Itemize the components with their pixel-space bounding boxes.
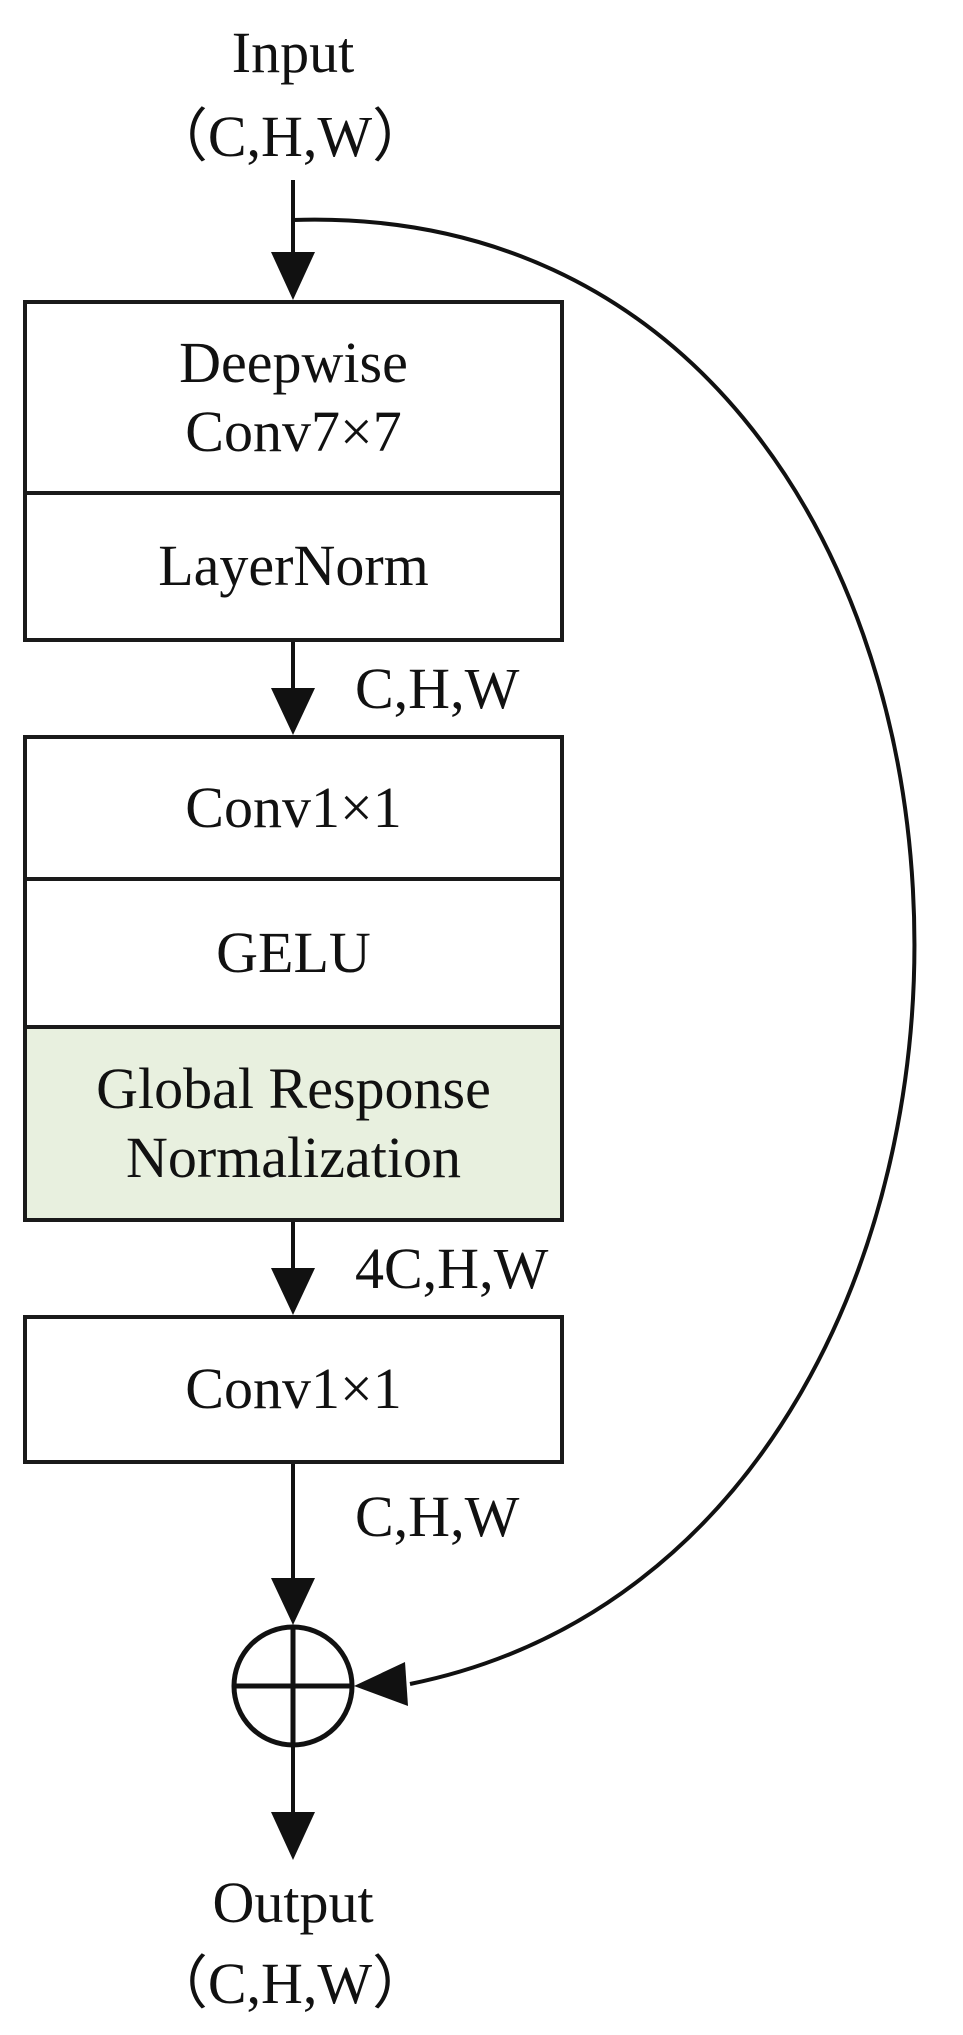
arrow-grn-to-conv [271, 1220, 315, 1315]
global-response-normalization-block: Global Response Normalization [23, 1025, 564, 1222]
arrow-conv-to-adder [271, 1462, 315, 1625]
conv1x1-project-block: Conv1×1 [23, 1315, 564, 1464]
gelu-label: GELU [216, 919, 371, 985]
conv1x1-expand-label: Conv1×1 [185, 774, 402, 840]
input-shape-label: （C,H,W） [149, 104, 431, 169]
arrow-input-to-dwconv [271, 180, 315, 300]
shape-label-after-projection: C,H,W [355, 1484, 520, 1549]
output-label: Output [212, 1870, 374, 1935]
output-shape-label: （C,H,W） [149, 1951, 431, 2016]
arrow-layernorm-to-conv [271, 640, 315, 735]
arrow-adder-to-output [271, 1747, 315, 1860]
shape-label-after-layernorm: C,H,W [355, 656, 520, 721]
grn-label-line1: Global Response [96, 1056, 491, 1122]
layernorm-block: LayerNorm [23, 491, 564, 642]
shape-label-after-grn: 4C,H,W [355, 1236, 549, 1301]
add-operator-icon [231, 1624, 355, 1748]
grn-label-line2: Normalization [125, 1124, 461, 1190]
input-label: Input [231, 20, 355, 85]
depthwise-conv-block: Deepwise Conv7×7 [23, 300, 564, 495]
conv1x1-project-label: Conv1×1 [185, 1356, 402, 1422]
depthwise-conv-label-line2: Conv7×7 [185, 398, 402, 464]
conv1x1-expand-block: Conv1×1 [23, 735, 564, 881]
gelu-block: GELU [23, 877, 564, 1029]
layernorm-label: LayerNorm [158, 533, 429, 599]
residual-skip-connection [292, 217, 917, 1706]
depthwise-conv-label-line1: Deepwise [179, 330, 408, 396]
